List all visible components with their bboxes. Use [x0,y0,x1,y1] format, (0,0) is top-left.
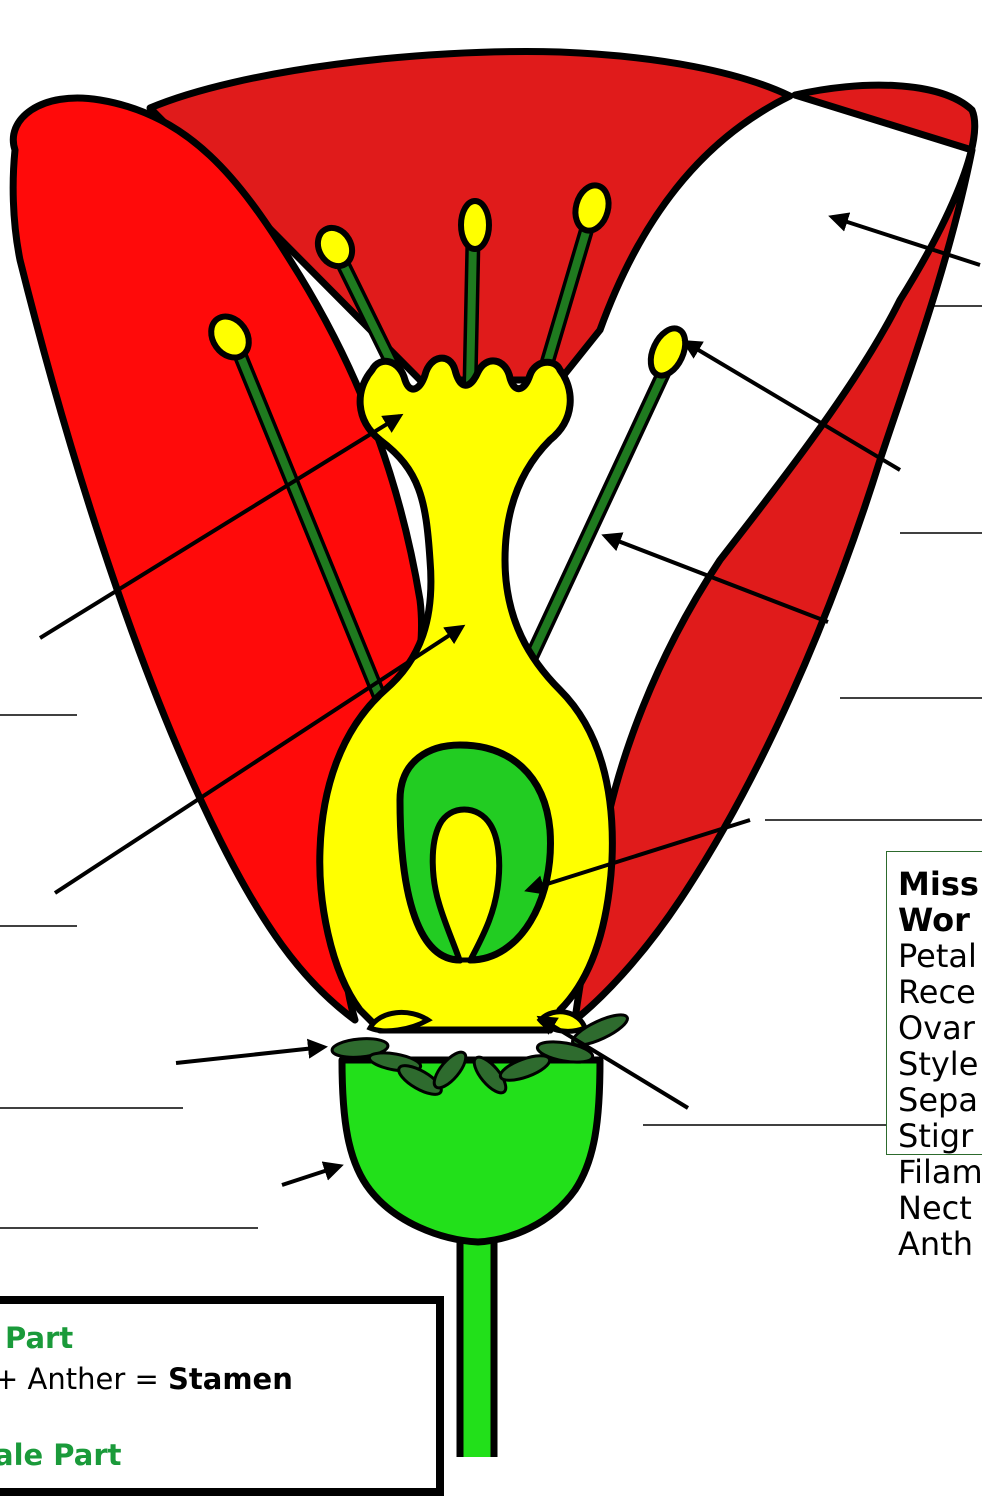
word-item: Ovar [898,1010,982,1046]
filament [470,240,473,385]
missing-words-title-line2: Wor [898,902,982,938]
word-item: Style [898,1046,982,1082]
word-item: Anth [898,1226,982,1262]
flower-diagram [0,0,982,1457]
missing-words-title-line1: Miss [898,866,982,902]
anther [461,201,489,249]
arrow-sepal [176,1047,324,1063]
arrow-receptacle [282,1166,340,1185]
parts-key-box: Part + Anther = Stamen ale Part [0,1296,444,1496]
stem [460,1240,494,1457]
male-part-title: Part [5,1321,73,1355]
word-item: Sepa [898,1082,982,1118]
formula-text: + Anther = [0,1362,168,1396]
anther [644,323,692,381]
receptacle [342,1060,600,1242]
male-part-formula: + Anther = Stamen [0,1362,293,1396]
word-item: Nect [898,1190,982,1226]
missing-words-box: Miss Wor Petal Rece Ovar Style Sepa Stig… [886,851,982,1155]
word-item: Rece [898,974,982,1010]
word-item: Petal [898,938,982,974]
female-part-title: ale Part [0,1438,121,1472]
word-item: Filam [898,1154,982,1190]
formula-result: Stamen [168,1362,293,1396]
word-item: Stigr [898,1118,982,1154]
